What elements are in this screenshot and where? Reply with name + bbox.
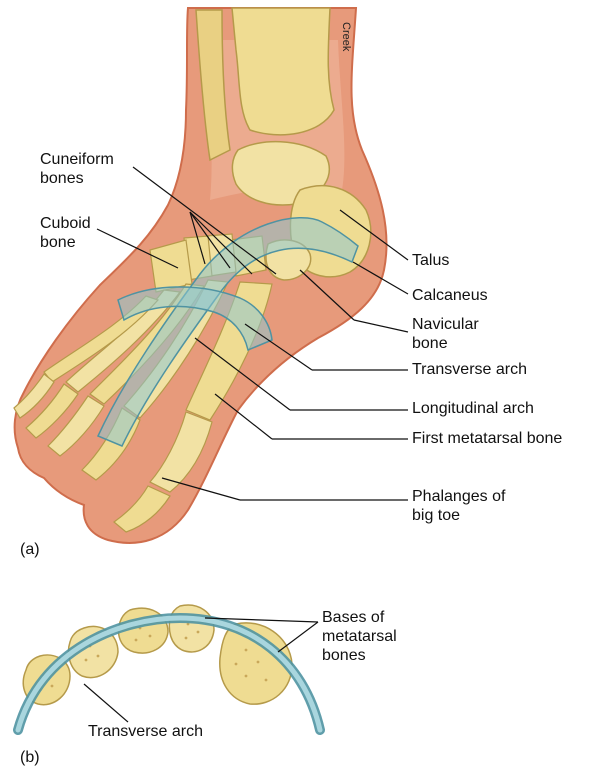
label-bases-line2: metatarsal: [322, 627, 397, 646]
label-transverse-arch: Transverse arch: [412, 360, 527, 379]
label-first-metatarsal-bone: First metatarsal bone: [412, 429, 562, 448]
label-bases-line1: Bases of: [322, 608, 397, 627]
label-phalanges-line1: Phalanges of: [412, 487, 505, 506]
label-longitudinal-arch: Longitudinal arch: [412, 399, 534, 418]
label-navicular-line1: Navicular: [412, 315, 479, 334]
tibia: [232, 8, 334, 135]
illustrator-credit: Creek: [340, 22, 352, 51]
label-cuneiform-line2: bones: [40, 169, 114, 188]
label-cuboid-line2: bone: [40, 233, 91, 252]
label-calcaneus: Calcaneus: [412, 286, 488, 305]
label-cuboid-line1: Cuboid: [40, 214, 91, 233]
label-phalanges-big-toe: Phalanges of big toe: [412, 487, 505, 525]
panel-a-marker: (a): [20, 540, 40, 559]
label-navicular-bone: Navicular bone: [412, 315, 479, 353]
label-phalanges-line2: big toe: [412, 506, 505, 525]
label-navicular-line2: bone: [412, 334, 479, 353]
panel-b-illustration: [18, 605, 320, 730]
label-talus: Talus: [412, 251, 449, 270]
panel-a-illustration: [14, 8, 387, 543]
label-bases-line3: bones: [322, 646, 397, 665]
label-cuneiform-line1: Cuneiform: [40, 150, 114, 169]
label-transverse-arch-b: Transverse arch: [88, 722, 203, 741]
label-cuneiform-bones: Cuneiform bones: [40, 150, 114, 188]
label-cuboid-bone: Cuboid bone: [40, 214, 91, 252]
metatarsal-base-2: [169, 605, 214, 652]
label-bases-metatarsal-bones: Bases of metatarsal bones: [322, 608, 397, 665]
panel-b-marker: (b): [20, 748, 40, 767]
